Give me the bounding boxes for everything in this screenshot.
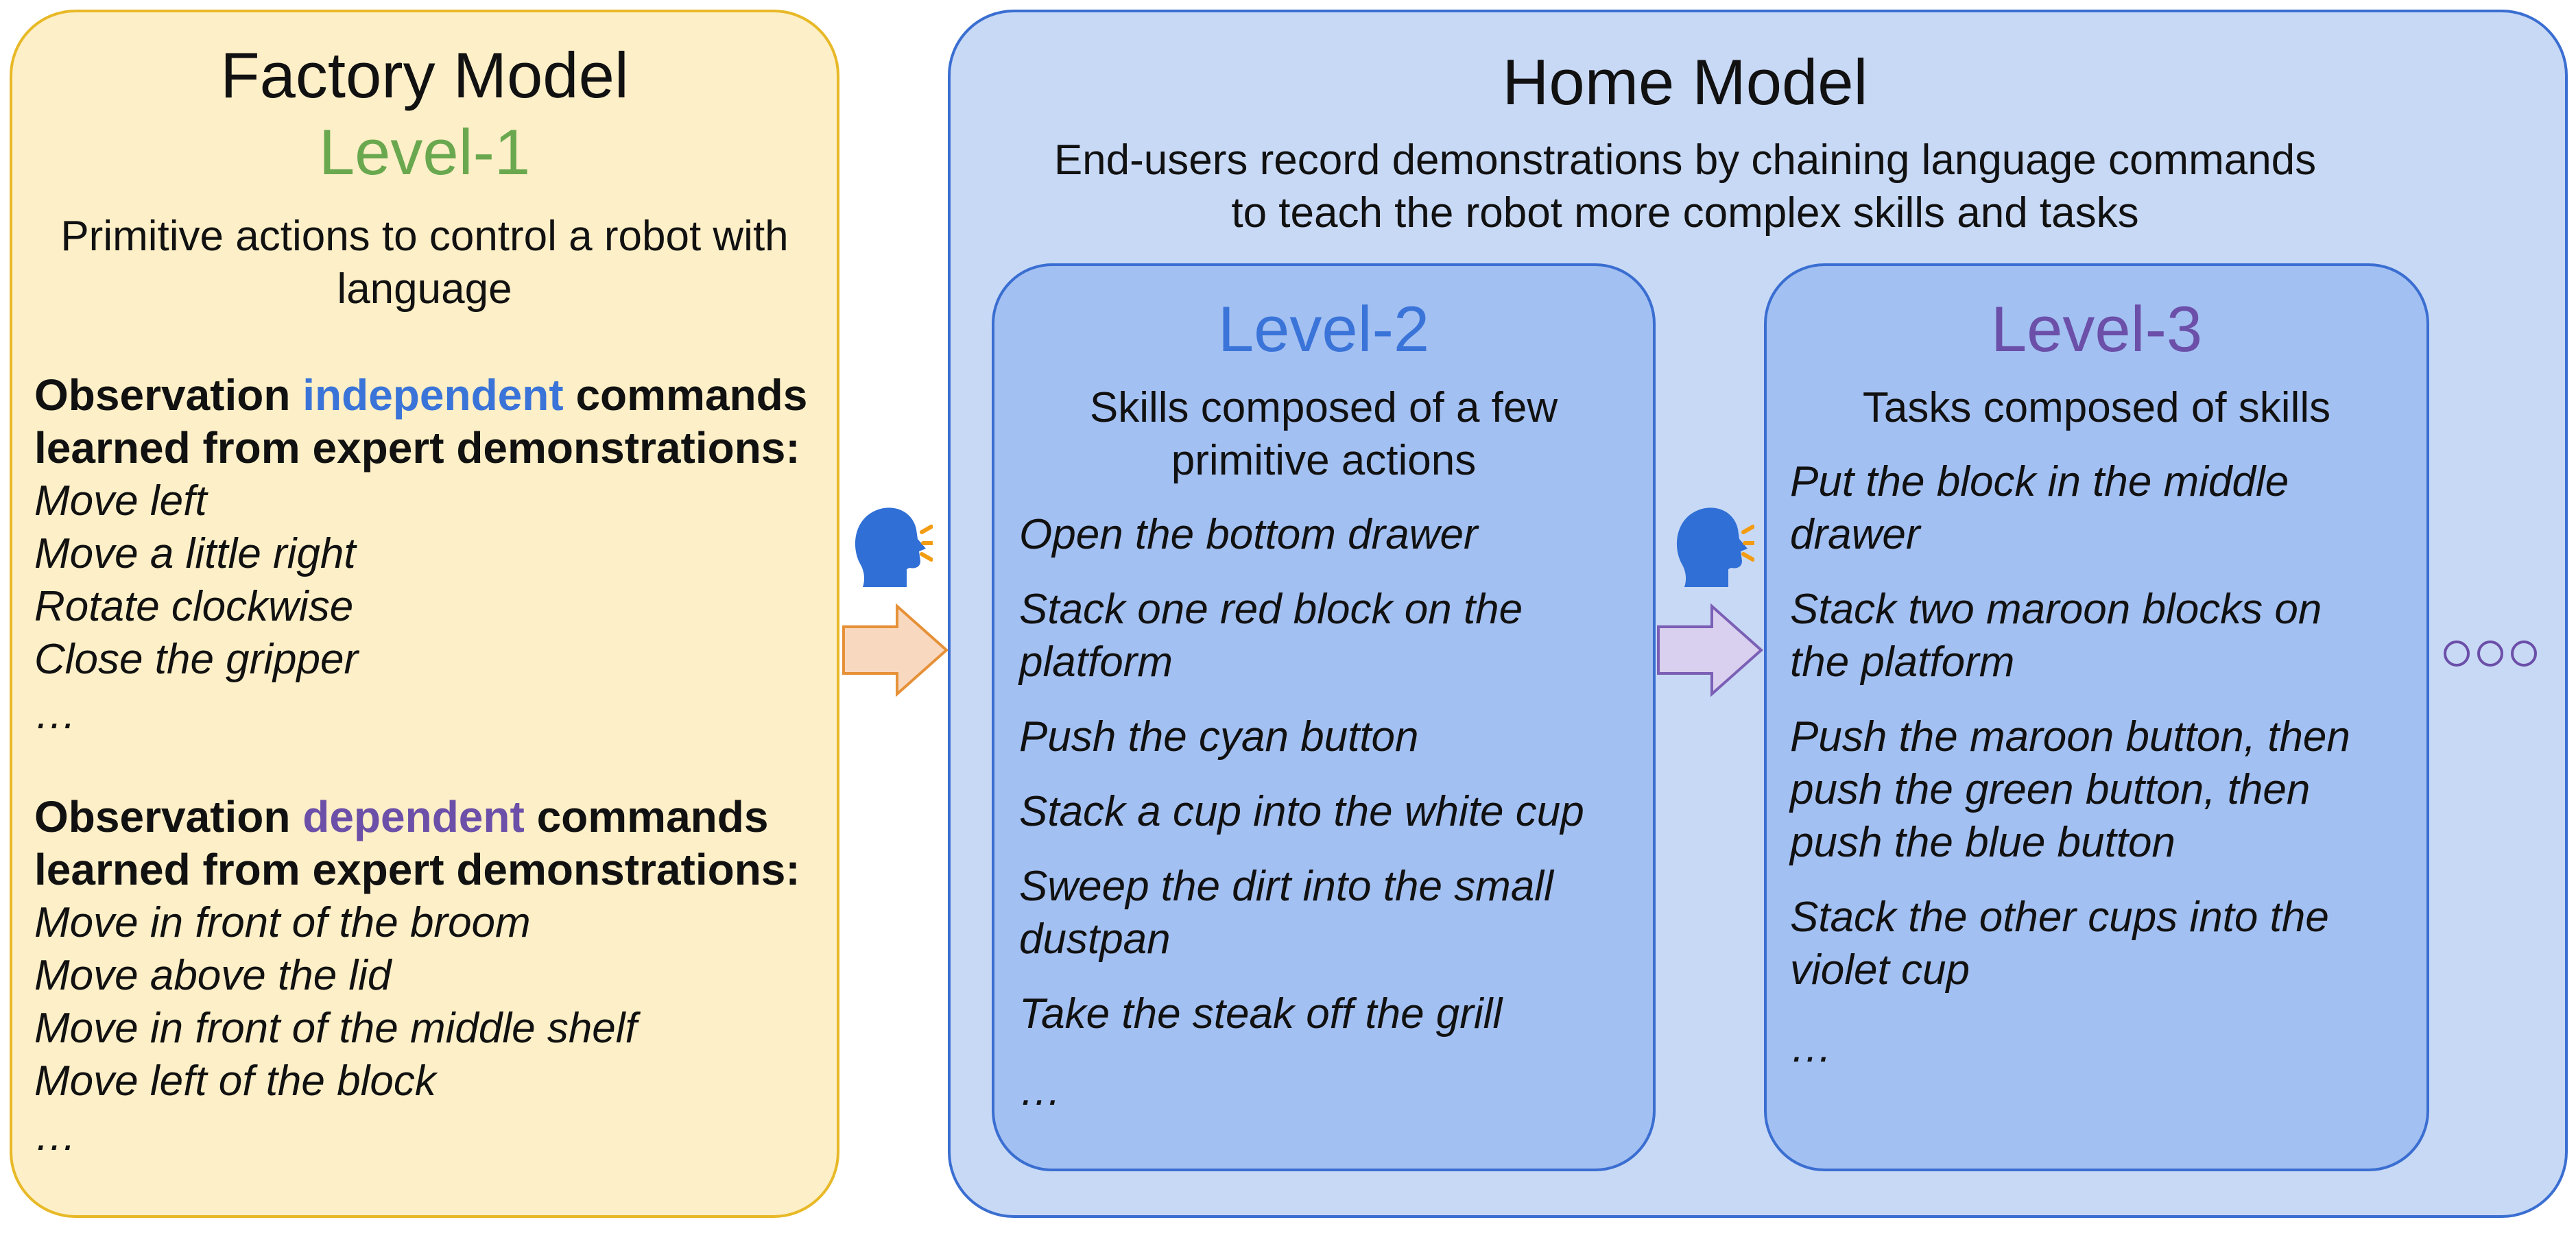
level-2-skill-item: Sweep the dirt into the small dustpan xyxy=(1019,860,1553,966)
level-2-skill-item: Open the bottom drawer xyxy=(1019,511,1478,558)
home-subtitle-line2: to teach the robot more complex skills a… xyxy=(1231,189,2139,237)
dependent-ellipsis: … xyxy=(34,1112,77,1160)
factory-subtitle-line1: Primitive actions to control a robot wit… xyxy=(60,213,789,260)
level-2-panel xyxy=(992,263,1656,1171)
ellipsis-circles-icon xyxy=(2444,641,2537,667)
independent-keyword: independent xyxy=(302,370,564,420)
independent-ellipsis: … xyxy=(34,691,77,738)
independent-suffix: commands xyxy=(563,370,808,420)
speaking-head-icon xyxy=(855,507,933,587)
level-1-title: Level-1 xyxy=(318,116,531,188)
level-3-subtitle: Tasks composed of skills xyxy=(1862,384,2331,431)
independent-command: Move a little right xyxy=(34,530,356,577)
level-3-ellipsis: … xyxy=(1790,1024,1833,1071)
level-2-skill-line: dustpan xyxy=(1019,915,1171,963)
dependent-command: Move in front of the middle shelf xyxy=(34,1005,637,1052)
level-3-task-item: Stack the other cups into the violet cup xyxy=(1790,891,2329,996)
level-3-task-line: the platform xyxy=(1790,638,2015,686)
independent-command: Rotate clockwise xyxy=(34,583,354,630)
level-3-task-item: Stack two maroon blocks on the platform xyxy=(1790,583,2322,689)
level-3-task-line: Push the maroon button, then xyxy=(1790,713,2350,761)
level-2-ellipsis: … xyxy=(1019,1067,1062,1114)
dependent-suffix: commands xyxy=(524,792,769,841)
level-3-task-line: drawer xyxy=(1790,511,1920,558)
dependent-keyword: dependent xyxy=(302,792,525,841)
independent-command: Move left xyxy=(34,477,207,525)
dependent-command: Move left of the block xyxy=(34,1057,436,1105)
independent-heading-line1: Observation independent commands xyxy=(34,369,807,422)
level-3-task-line: Stack the other cups into the xyxy=(1790,894,2329,941)
independent-heading-line2: learned from expert demonstrations: xyxy=(34,423,800,472)
independent-command: Close the gripper xyxy=(34,636,359,683)
level-3-task-line: push the green button, then xyxy=(1790,766,2311,813)
level-3-title: Level-3 xyxy=(1990,293,2203,365)
level-2-title: Level-2 xyxy=(1217,293,1430,365)
level-2-subtitle-line2: primitive actions xyxy=(1171,437,1477,484)
level-2-skill-item: Stack a cup into the white cup xyxy=(1019,788,1584,835)
level-2-subtitle-line1: Skills composed of a few xyxy=(1089,384,1558,431)
dependent-prefix: Observation xyxy=(34,792,303,841)
independent-prefix: Observation xyxy=(34,370,303,420)
home-model-title: Home Model xyxy=(1502,46,1868,118)
factory-model-panel xyxy=(10,10,839,1218)
level-2-skill-line: platform xyxy=(1019,638,1173,686)
level-3-task-item: Push the maroon button, then push the gr… xyxy=(1790,710,2350,869)
level-2-skill-item: Push the cyan button xyxy=(1019,713,1419,761)
factory-subtitle-line2: language xyxy=(337,265,512,313)
level-2-skill-line: Sweep the dirt into the small xyxy=(1019,863,1553,910)
level-3-task-line: push the blue button xyxy=(1790,819,2175,866)
dependent-heading-line2: learned from expert demonstrations: xyxy=(34,845,800,894)
level-3-task-line: Put the block in the middle xyxy=(1790,458,2289,505)
speaking-head-icon xyxy=(1676,507,1754,587)
home-subtitle-line1: End-users record demonstrations by chain… xyxy=(1053,136,2317,184)
level-3-task-line: Stack two maroon blocks on xyxy=(1790,586,2322,633)
dependent-heading-line1: Observation dependent commands xyxy=(34,791,768,843)
level-2-skill-item: Take the steak off the grill xyxy=(1019,990,1503,1038)
dependent-command: Move in front of the broom xyxy=(34,899,531,946)
level-3-task-line: violet cup xyxy=(1790,946,1970,994)
level-3-task-item: Put the block in the middle drawer xyxy=(1790,455,2289,561)
right-arrow-icon xyxy=(1657,603,1764,697)
right-arrow-icon xyxy=(842,603,949,697)
factory-model-title: Factory Model xyxy=(220,39,629,111)
level-2-skill-item: Stack one red block on the platform xyxy=(1019,583,1523,689)
level-3-panel xyxy=(1764,263,2429,1171)
level-2-skill-line: Stack one red block on the xyxy=(1019,586,1523,633)
dependent-command: Move above the lid xyxy=(34,952,392,999)
